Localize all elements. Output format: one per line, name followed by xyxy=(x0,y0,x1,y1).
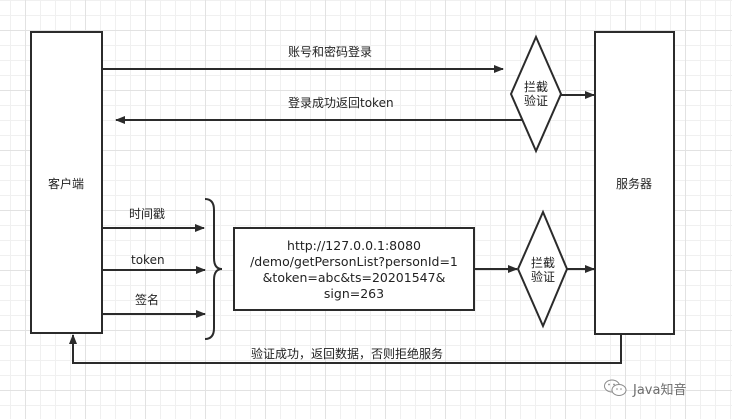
client-box[interactable] xyxy=(30,31,103,334)
interceptor-top-line-2: 验证 xyxy=(523,94,548,108)
final-response-label: 验证成功，返回数据，否则拒绝服务 xyxy=(251,347,444,361)
interceptor-bottom-line-2: 验证 xyxy=(530,270,555,284)
server-box[interactable] xyxy=(594,31,675,335)
param-sign-label: 签名 xyxy=(135,293,160,307)
interceptor-top-diamond[interactable] xyxy=(509,34,563,154)
login-request-label: 账号和密码登录 xyxy=(288,45,373,59)
request-url-text: http://127.0.0.1:8080 /demo/getPersonLis… xyxy=(234,238,474,302)
url-line-4: sign=263 xyxy=(323,286,385,301)
interceptor-top-line-1: 拦截 xyxy=(523,80,548,94)
url-line-1: http://127.0.0.1:8080 xyxy=(287,238,421,253)
login-response-label: 登录成功返回token xyxy=(288,96,394,110)
url-line-3: &token=abc&ts=20201547& xyxy=(262,270,446,285)
interceptor-bottom-line-1: 拦截 xyxy=(530,256,555,270)
request-url-box[interactable] xyxy=(233,227,475,311)
interceptor-bottom-label: 拦截 验证 xyxy=(523,256,563,284)
param-token-label: token xyxy=(131,253,165,267)
params-curly-brace xyxy=(204,198,223,340)
watermark: Java知音 xyxy=(603,378,686,398)
interceptor-bottom-diamond[interactable] xyxy=(516,209,569,329)
server-label: 服务器 xyxy=(615,177,653,191)
param-timestamp-label: 时间戳 xyxy=(129,207,166,221)
interceptor-top-label: 拦截 验证 xyxy=(516,80,556,108)
wechat-icon xyxy=(604,379,627,396)
client-label: 客户端 xyxy=(47,177,85,191)
watermark-text: Java知音 xyxy=(633,382,687,398)
final-response-arrow xyxy=(69,334,622,364)
url-line-2: /demo/getPersonList?personId=1 xyxy=(250,254,458,269)
